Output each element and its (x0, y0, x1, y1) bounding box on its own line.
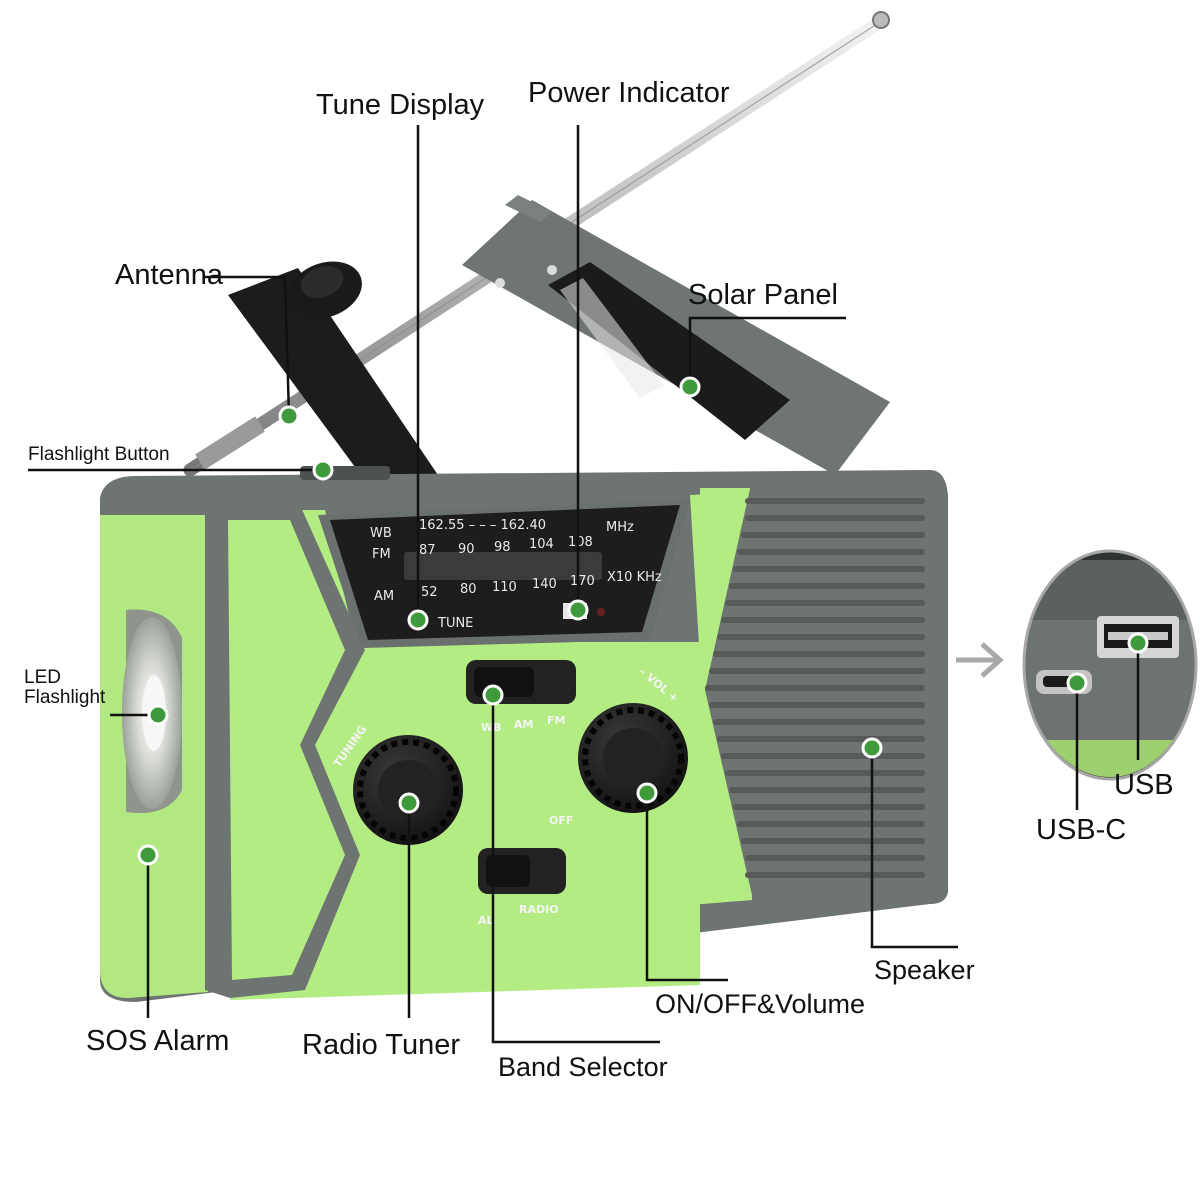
label-flashlight-button: Flashlight Button (28, 444, 170, 465)
arrow-icon (956, 642, 1004, 678)
label-tune-display: Tune Display (316, 89, 485, 121)
callout-markers (137, 376, 1149, 866)
speaker-slot (717, 634, 925, 640)
band-fm-text: FM (547, 714, 565, 727)
label-led-flashlight-line2: Flashlight (24, 687, 106, 708)
label-power-indicator: Power Indicator (528, 77, 730, 109)
dial-fm-tick-3: 98 (494, 540, 511, 555)
dial-am-tick-4: 140 (532, 577, 557, 592)
dial-mhz: MHz (606, 520, 634, 535)
dial-am-label: AM (374, 589, 394, 604)
speaker-slot (745, 515, 925, 521)
dial-fm-tick-2: 90 (458, 542, 475, 557)
dial-am-tick-3: 110 (492, 580, 517, 595)
speaker-slot (721, 617, 925, 623)
band-am-text: AM (514, 718, 533, 731)
volume-marker (636, 782, 658, 804)
speaker-slot (741, 532, 925, 538)
usb-port-inset (1022, 549, 1198, 781)
dial-am-tick-1: 52 (421, 585, 438, 600)
speaker-slot (745, 855, 925, 861)
antenna-marker (278, 405, 300, 427)
speaker-slot (713, 651, 925, 657)
speaker-slot (725, 770, 925, 776)
speaker-slot (713, 719, 925, 725)
label-antenna: Antenna (115, 259, 224, 291)
dial-fm-tick-1: 87 (419, 543, 436, 558)
band-selector-marker (482, 684, 504, 706)
dial-fm-tick-5: 108 (568, 535, 593, 550)
solar-panel-marker (679, 376, 701, 398)
power-indicator-marker (567, 599, 589, 621)
dial-wb-scale: 162.55 – – – 162.40 (419, 518, 546, 533)
label-speaker: Speaker (874, 955, 975, 985)
alarm-text: AL (478, 914, 494, 927)
dial-fm-tick-4: 104 (529, 537, 554, 552)
speaker-slot (729, 787, 925, 793)
label-solar-panel: Solar Panel (688, 279, 838, 311)
usb-c-marker (1066, 672, 1088, 694)
speaker-slot (705, 685, 925, 691)
speaker-marker (861, 737, 883, 759)
dial-am-tick-5: 170 (570, 574, 595, 589)
leader-lines (28, 125, 1140, 1044)
speaker-slot (733, 566, 925, 572)
band-wb-text: WB (481, 721, 502, 734)
speaker-slot (733, 804, 925, 810)
radio-body (100, 466, 948, 1002)
label-on-off-volume: ON/OFF&Volume (655, 989, 866, 1019)
radio-tuner-marker (398, 792, 420, 814)
speaker-slot (717, 736, 925, 742)
label-usb: USB (1114, 769, 1174, 801)
tuning-knob (353, 735, 463, 845)
speaker-slot (737, 821, 925, 827)
usb-marker (1127, 632, 1149, 654)
speaker-grille (705, 478, 945, 895)
volume-knob (578, 703, 688, 813)
solar-panel (462, 195, 890, 475)
speaker-slot (745, 872, 925, 878)
speaker-slot (709, 702, 925, 708)
dial-fm-label: FM (372, 547, 391, 562)
label-led-flashlight-line1: LED (24, 667, 61, 688)
sos-alarm-marker (137, 844, 159, 866)
speaker-slot (741, 838, 925, 844)
dial-khz: X10 KHz (607, 570, 662, 585)
speaker-slot (709, 668, 925, 674)
radio-text: RADIO (519, 903, 559, 916)
label-sos-alarm: SOS Alarm (86, 1025, 230, 1057)
speaker-slot (737, 549, 925, 555)
label-usb-c: USB-C (1036, 814, 1127, 846)
dial-wb-label: WB (370, 526, 392, 541)
label-radio-tuner: Radio Tuner (302, 1029, 460, 1061)
hand-crank (228, 261, 440, 490)
speaker-slot (721, 753, 925, 759)
label-band-selector: Band Selector (498, 1052, 668, 1082)
off-text: OFF (549, 814, 573, 827)
dial-am-tick-2: 80 (460, 582, 477, 597)
speaker-slot (729, 583, 925, 589)
flashlight-button-marker (312, 459, 334, 481)
led-flashlight-marker (147, 704, 169, 726)
tune-display-marker (407, 609, 429, 631)
dial-tune-text: TUNE (437, 616, 473, 631)
speaker-slot (745, 498, 925, 504)
speaker-slot (725, 600, 925, 606)
